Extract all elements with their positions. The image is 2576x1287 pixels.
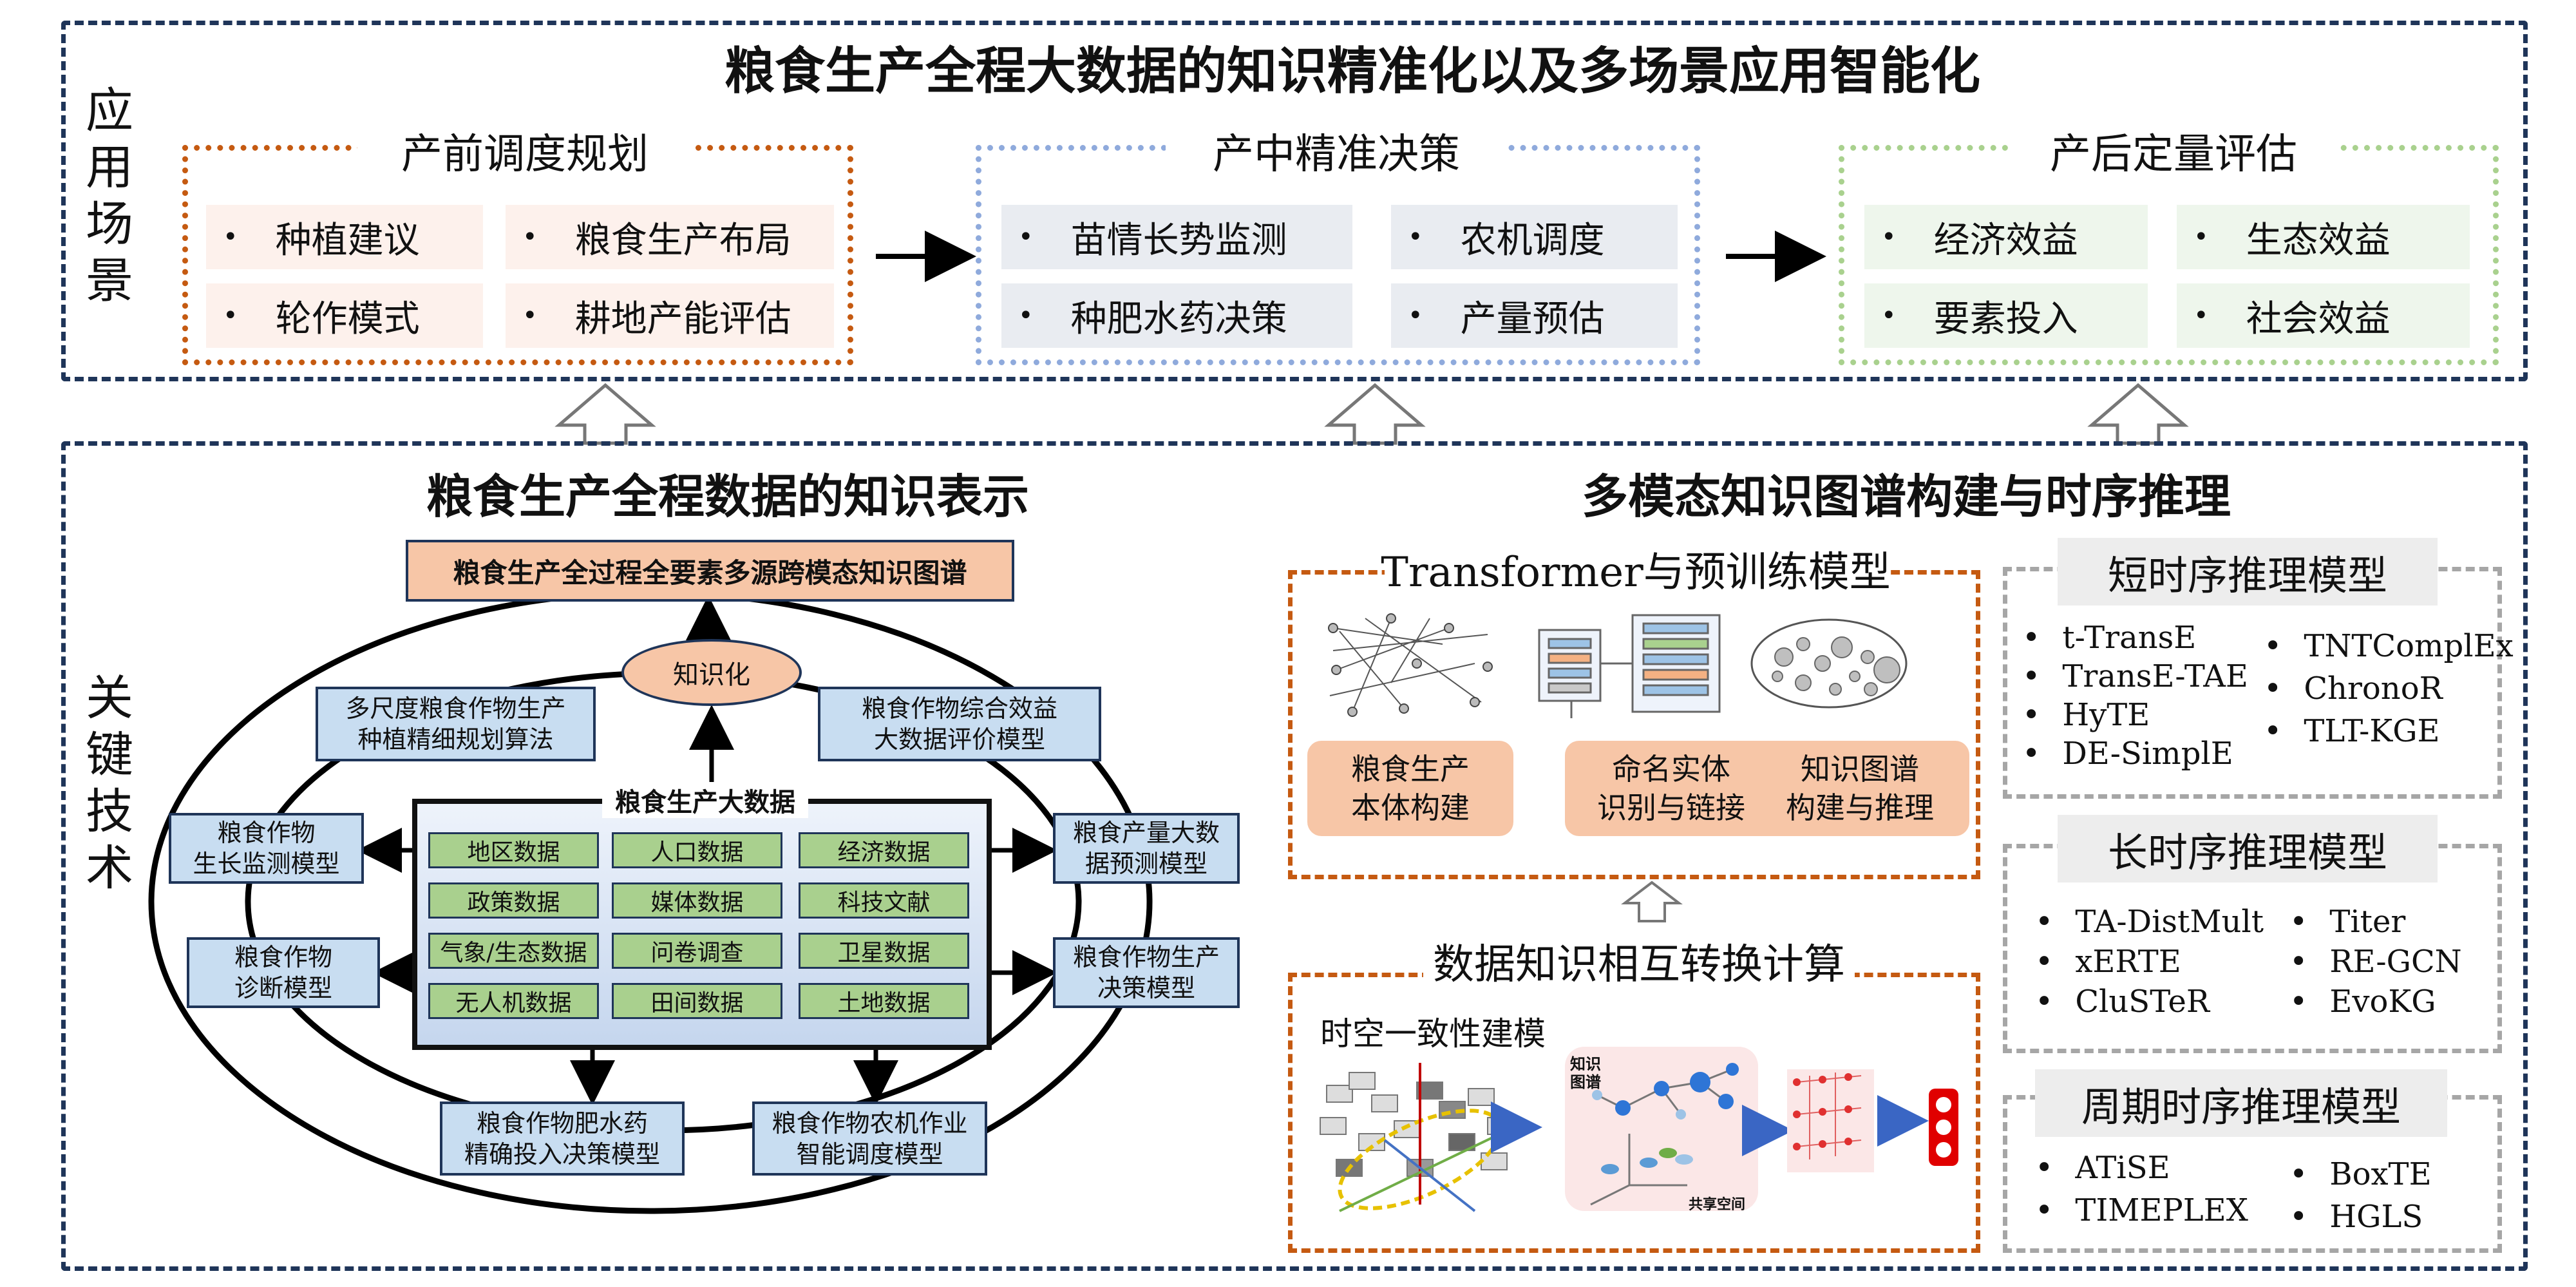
spatiotemporal-thumbnail (1320, 1063, 1542, 1212)
model-fertilizer-decision: 粮食作物肥水药精确投入决策模型 (440, 1101, 685, 1176)
scenario-item: •农机调度 (1391, 205, 1678, 269)
periodic-col2: •BoxTE •HGLS (2289, 1156, 2432, 1235)
big-data-title: 粮食生产大数据 (602, 782, 808, 818)
application-title: 粮食生产全程大数据的知识精准化以及多场景应用智能化 (724, 42, 1980, 100)
multimodal-kg-title: 多模态知识图谱构建与时序推理 (1581, 469, 2231, 524)
hollow-up-arrow-2 (1324, 383, 1426, 445)
scenario-postproduction-title: 产后定量评估 (2009, 121, 2338, 180)
periodic-title: 周期时序推理模型 (2035, 1069, 2447, 1137)
short-term-title: 短时序推理模型 (2058, 538, 2438, 605)
data-cell: 地区数据 (428, 832, 599, 868)
application-side-label: 应 用 场 景 (86, 83, 133, 309)
key-technology-side-label: 关 键 技 术 (86, 671, 133, 896)
data-cell: 经济数据 (799, 832, 969, 868)
scenario-item: •生态效益 (2177, 205, 2470, 269)
long-term-col2: •Titer •RE-GCN •EvoKG (2289, 904, 2462, 1020)
model-yield-prediction: 粮食产量大数据预测模型 (1053, 813, 1240, 884)
kg-label: 知识图谱 (1570, 1054, 1601, 1091)
ontology-construction: 粮食生产本体构建 (1307, 741, 1513, 836)
data-cell: 问卷调查 (612, 933, 782, 969)
data-cell: 人口数据 (612, 832, 782, 868)
scenario-item: •种肥水药决策 (1001, 283, 1352, 348)
scenario-item: •耕地产能评估 (506, 283, 834, 348)
scenario-item: •产量预估 (1391, 283, 1678, 348)
scenario-item: •苗情长势监测 (1001, 205, 1352, 269)
data-cell: 媒体数据 (612, 882, 782, 919)
knowledge-representation-title: 粮食生产全程数据的知识表示 (426, 469, 1029, 524)
entity-recognition-linking: 命名实体识别与链接 (1565, 741, 1777, 836)
data-cell: 政策数据 (428, 882, 599, 919)
scenario-item: •种植建议 (206, 205, 483, 269)
data-cell: 土地数据 (799, 983, 969, 1019)
data-cell: 田间数据 (612, 983, 782, 1019)
scenario-midproduction-title: 产中精准决策 (1166, 121, 1507, 180)
output-vector-thumbnail (1929, 1089, 1958, 1166)
red-grid-thumbnail (1787, 1069, 1929, 1172)
shared-space-label: 共享空间 (1689, 1196, 1746, 1213)
spatiotemporal-subtitle: 时空一致性建模 (1320, 1015, 1546, 1053)
data-cell: 气象/生态数据 (428, 933, 599, 969)
conversion-title: 数据知识相互转换计算 (1423, 935, 1855, 989)
model-diagnosis: 粮食作物诊断模型 (187, 937, 380, 1008)
model-benefit-evaluation: 粮食作物综合效益大数据评价模型 (818, 687, 1101, 761)
kg-construction-reasoning: 知识图谱构建与推理 (1750, 741, 1969, 836)
hollow-up-arrow-1 (554, 383, 656, 445)
long-term-col1: •TA-DistMult •xERTE •CluSTeR (2035, 904, 2264, 1020)
short-term-col2: •TNTComplEx •ChronoR •TLT-KGE (2264, 628, 2514, 749)
network-graph-thumbnail (1328, 613, 1493, 717)
short-term-col1: •t-TransE •TransE-TAE •HyTE •DE-SimplE (2022, 620, 2248, 772)
long-term-title: 长时序推理模型 (2058, 815, 2438, 882)
key-technology-panel (61, 441, 2528, 1271)
transformer-architecture-thumbnail (1538, 614, 1721, 718)
scenario-item: •要素投入 (1864, 283, 2148, 348)
knowledge-graph-box: 粮食生产全过程全要素多源跨模态知识图谱 (406, 540, 1014, 602)
scenario-item: •轮作模式 (206, 283, 483, 348)
scenario-item: •经济效益 (1864, 205, 2148, 269)
data-cell: 无人机数据 (428, 983, 599, 1019)
periodic-col1: •ATiSE •TIMEPLEX (2035, 1150, 2248, 1228)
hollow-up-arrow-4 (1621, 881, 1683, 922)
model-growth-monitoring: 粮食作物生长监测模型 (169, 813, 364, 884)
knowledge-oval: 知识化 (621, 639, 802, 706)
transformer-title: Transformer与预训练模型 (1381, 546, 1891, 596)
application-panel (61, 21, 2528, 381)
scenario-preproduction-title: 产前调度规划 (357, 121, 692, 180)
model-machinery-scheduling: 粮食作物农机作业智能调度模型 (752, 1101, 987, 1176)
model-planning-algorithm: 多尺度粮食作物生产种植精细规划算法 (316, 687, 596, 761)
data-cell: 科技文献 (799, 882, 969, 919)
knowledge-graph-space-thumbnail (1565, 1047, 1794, 1211)
data-cell: 卫星数据 (799, 933, 969, 969)
knowledge-cluster-thumbnail (1750, 618, 1908, 709)
scenario-item: •粮食生产布局 (506, 205, 834, 269)
model-production-decision: 粮食作物生产决策模型 (1053, 937, 1240, 1008)
hollow-up-arrow-3 (2087, 383, 2189, 445)
scenario-item: •社会效益 (2177, 283, 2470, 348)
